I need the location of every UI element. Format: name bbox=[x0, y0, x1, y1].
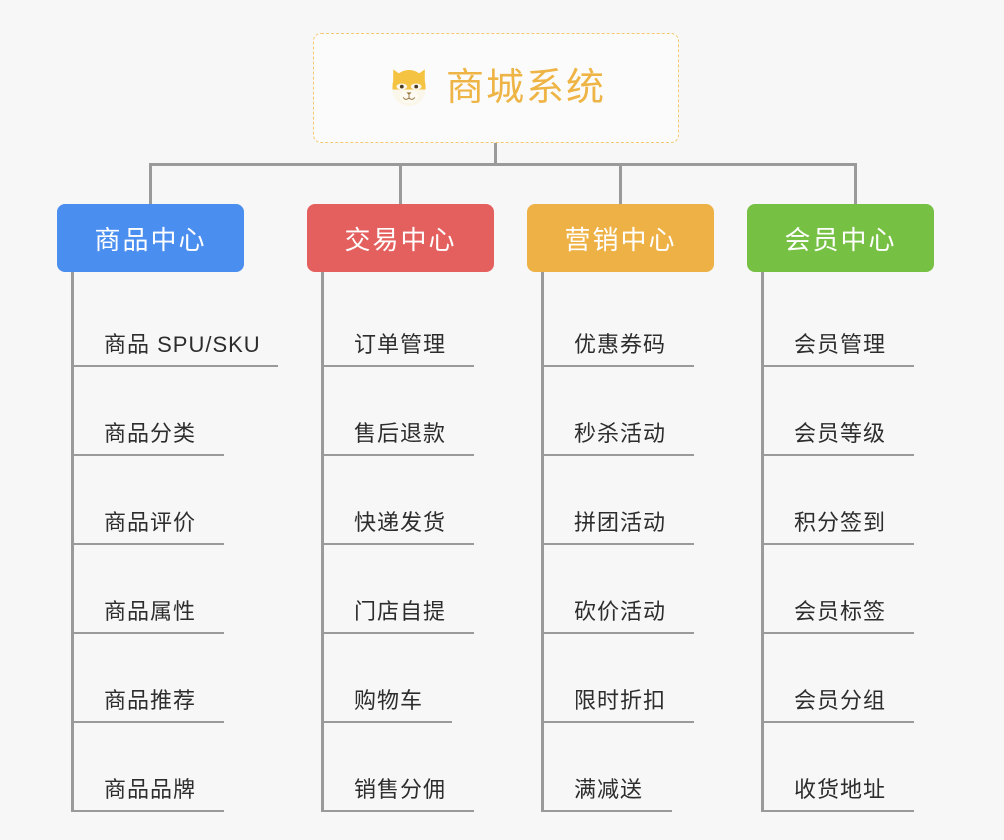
leaf-label: 商品 SPU/SKU bbox=[104, 331, 261, 357]
leaf-underline bbox=[764, 454, 914, 456]
leaf-label: 订单管理 bbox=[354, 331, 447, 357]
category-column-marketing: 营销中心 优惠券码 秒杀活动 拼团活动 砍价活动 限时折扣 bbox=[527, 204, 747, 812]
list-item[interactable]: 销售分佣 bbox=[324, 723, 527, 812]
leaf-label: 收货地址 bbox=[794, 776, 887, 802]
leaf-underline bbox=[764, 543, 914, 545]
leaf-label: 限时折扣 bbox=[574, 687, 667, 713]
leaf-label: 售后退款 bbox=[354, 420, 447, 446]
list-item[interactable]: 商品分类 bbox=[74, 367, 277, 456]
list-item[interactable]: 订单管理 bbox=[324, 278, 527, 367]
category-header-member[interactable]: 会员中心 bbox=[747, 204, 934, 272]
category-column-trade: 交易中心 订单管理 售后退款 快递发货 门店自提 购物车 bbox=[307, 204, 527, 812]
list-item[interactable]: 优惠券码 bbox=[544, 278, 747, 367]
leaf-label: 会员分组 bbox=[794, 687, 887, 713]
leaf-underline bbox=[544, 543, 694, 545]
leaf-underline bbox=[544, 721, 694, 723]
leaf-underline bbox=[324, 543, 474, 545]
root-node[interactable]: 商城系统 bbox=[313, 33, 679, 143]
root-title: 商城系统 bbox=[445, 67, 606, 109]
leaf-underline bbox=[544, 365, 694, 367]
leaf-underline bbox=[324, 454, 474, 456]
leaf-list-member: 会员管理 会员等级 积分签到 会员标签 会员分组 收货地址 bbox=[761, 272, 967, 812]
leaf-list-product: 商品 SPU/SKU 商品分类 商品评价 商品属性 商品推荐 商品品牌 bbox=[71, 272, 278, 812]
leaf-label: 商品属性 bbox=[104, 598, 197, 624]
category-label: 商品中心 bbox=[94, 224, 207, 255]
leaf-label: 商品分类 bbox=[104, 420, 197, 446]
list-item[interactable]: 积分签到 bbox=[764, 456, 967, 545]
list-item[interactable]: 快递发货 bbox=[324, 456, 527, 545]
leaf-label: 商品品牌 bbox=[104, 776, 197, 802]
connector-drop-1 bbox=[149, 163, 152, 205]
leaf-underline bbox=[324, 632, 474, 634]
leaf-label: 销售分佣 bbox=[354, 776, 447, 802]
leaf-label: 会员等级 bbox=[794, 420, 887, 446]
leaf-underline bbox=[764, 810, 914, 812]
leaf-underline bbox=[544, 454, 694, 456]
leaf-underline bbox=[544, 810, 672, 812]
leaf-underline bbox=[74, 454, 224, 456]
category-label: 交易中心 bbox=[344, 224, 457, 255]
leaf-label: 商品评价 bbox=[104, 509, 197, 535]
connector-root-stub bbox=[494, 143, 497, 166]
leaf-underline bbox=[324, 721, 452, 723]
list-item[interactable]: 商品推荐 bbox=[74, 634, 277, 723]
leaf-underline bbox=[764, 721, 914, 723]
leaf-list-marketing: 优惠券码 秒杀活动 拼团活动 砍价活动 限时折扣 满减送 bbox=[541, 272, 747, 812]
leaf-underline bbox=[74, 543, 224, 545]
list-item[interactable]: 商品属性 bbox=[74, 545, 277, 634]
list-item[interactable]: 商品 SPU/SKU bbox=[74, 278, 278, 367]
leaf-underline bbox=[74, 632, 224, 634]
list-item[interactable]: 会员分组 bbox=[764, 634, 967, 723]
connector-drop-4 bbox=[854, 163, 857, 205]
leaf-label: 拼团活动 bbox=[574, 509, 667, 535]
leaf-label: 购物车 bbox=[354, 687, 424, 713]
leaf-underline bbox=[764, 632, 914, 634]
list-item[interactable]: 收货地址 bbox=[764, 723, 967, 812]
list-item[interactable]: 满减送 bbox=[544, 723, 747, 812]
connector-drop-2 bbox=[399, 163, 402, 205]
list-item[interactable]: 砍价活动 bbox=[544, 545, 747, 634]
leaf-label: 会员标签 bbox=[794, 598, 887, 624]
leaf-label: 满减送 bbox=[574, 776, 644, 802]
list-item[interactable]: 门店自提 bbox=[324, 545, 527, 634]
list-item[interactable]: 购物车 bbox=[324, 634, 527, 723]
leaf-underline bbox=[324, 365, 474, 367]
category-column-member: 会员中心 会员管理 会员等级 积分签到 会员标签 会员分组 bbox=[747, 204, 967, 812]
category-column-product: 商品中心 商品 SPU/SKU 商品分类 商品评价 商品属性 商品推荐 bbox=[57, 204, 278, 812]
list-item[interactable]: 拼团活动 bbox=[544, 456, 747, 545]
leaf-underline bbox=[764, 365, 914, 367]
leaf-underline bbox=[74, 810, 224, 812]
list-item[interactable]: 会员管理 bbox=[764, 278, 967, 367]
category-header-product[interactable]: 商品中心 bbox=[57, 204, 244, 272]
leaf-underline bbox=[324, 810, 474, 812]
leaf-underline bbox=[544, 632, 694, 634]
list-item[interactable]: 商品评价 bbox=[74, 456, 277, 545]
list-item[interactable]: 会员标签 bbox=[764, 545, 967, 634]
leaf-label: 会员管理 bbox=[794, 331, 887, 357]
connector-horizontal-bus bbox=[149, 163, 857, 166]
shiba-dog-icon bbox=[386, 65, 432, 111]
leaf-label: 门店自提 bbox=[354, 598, 447, 624]
leaf-list-trade: 订单管理 售后退款 快递发货 门店自提 购物车 销售分佣 bbox=[321, 272, 527, 812]
leaf-label: 砍价活动 bbox=[574, 598, 667, 624]
category-header-marketing[interactable]: 营销中心 bbox=[527, 204, 714, 272]
leaf-label: 商品推荐 bbox=[104, 687, 197, 713]
list-item[interactable]: 售后退款 bbox=[324, 367, 527, 456]
leaf-underline bbox=[74, 721, 224, 723]
leaf-label: 积分签到 bbox=[794, 509, 887, 535]
category-label: 营销中心 bbox=[564, 224, 677, 255]
connector-drop-3 bbox=[619, 163, 622, 205]
list-item[interactable]: 会员等级 bbox=[764, 367, 967, 456]
list-item[interactable]: 限时折扣 bbox=[544, 634, 747, 723]
category-header-trade[interactable]: 交易中心 bbox=[307, 204, 494, 272]
leaf-label: 秒杀活动 bbox=[574, 420, 667, 446]
leaf-label: 优惠券码 bbox=[574, 331, 667, 357]
category-label: 会员中心 bbox=[784, 224, 897, 255]
leaf-underline bbox=[74, 365, 278, 367]
leaf-label: 快递发货 bbox=[354, 509, 447, 535]
list-item[interactable]: 商品品牌 bbox=[74, 723, 277, 812]
list-item[interactable]: 秒杀活动 bbox=[544, 367, 747, 456]
